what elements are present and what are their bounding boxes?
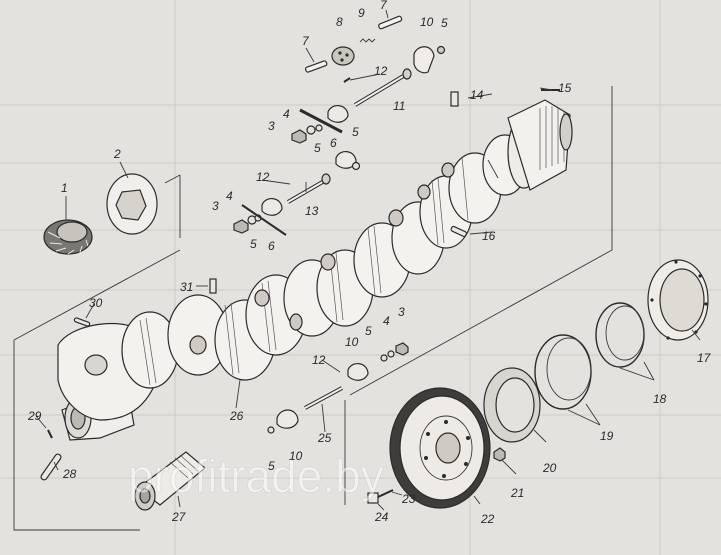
callout-4: 4 — [226, 189, 233, 203]
callout-20: 20 — [542, 461, 557, 475]
callout-7: 7 — [380, 0, 388, 12]
middle-fasteners — [73, 173, 331, 327]
callout-27: 27 — [171, 510, 187, 524]
callout-15: 15 — [558, 81, 572, 95]
callout-16: 16 — [482, 229, 496, 243]
callout-4: 4 — [383, 314, 390, 328]
callout-13: 13 — [305, 204, 319, 218]
callout-26: 26 — [229, 409, 244, 423]
callout-5: 5 — [268, 459, 275, 473]
callout-25: 25 — [317, 431, 332, 445]
callout-3: 3 — [398, 305, 405, 319]
callout-17: 17 — [697, 351, 712, 365]
watermark-text: profitrade.by — [128, 450, 384, 502]
callout-2: 2 — [113, 147, 121, 161]
crankshaft — [57, 99, 573, 441]
callout-23: 23 — [401, 492, 416, 506]
callout-8: 8 — [336, 15, 343, 29]
callout-10: 10 — [289, 449, 303, 463]
part-27-splined-shaft — [134, 451, 206, 511]
callout-7: 7 — [302, 34, 310, 48]
callout-6: 6 — [330, 136, 337, 150]
bracket-lines — [13, 86, 613, 531]
callout-1: 1 — [61, 181, 68, 195]
callout-6: 6 — [268, 239, 275, 253]
lower-fasteners — [40, 342, 409, 481]
callout-11: 11 — [393, 99, 405, 113]
callout-12: 12 — [374, 64, 388, 78]
callout-10: 10 — [345, 335, 359, 349]
callout-12: 12 — [312, 353, 326, 367]
callout-5: 5 — [365, 324, 372, 338]
callout-3: 3 — [268, 119, 275, 133]
callout-5: 5 — [314, 141, 321, 155]
callout-30: 30 — [89, 296, 103, 310]
callout-21: 21 — [510, 486, 524, 500]
callout-10: 10 — [420, 15, 434, 29]
callout-24: 24 — [374, 510, 389, 524]
part-2-washer — [106, 173, 158, 235]
callout-3: 3 — [212, 199, 219, 213]
callout-28: 28 — [62, 467, 77, 481]
callout-leaders — [35, 9, 701, 511]
upper-fasteners — [291, 15, 560, 238]
callout-5: 5 — [250, 237, 257, 251]
callout-14: 14 — [470, 88, 484, 102]
callout-19: 19 — [600, 429, 614, 443]
part-1-bevel-gear — [43, 219, 93, 255]
callouts: 1 2 3 4 5 6 5 7 7 8 9 10 5 12 11 14 15 1… — [27, 0, 712, 526]
callout-5: 5 — [352, 125, 359, 139]
callout-9: 9 — [358, 6, 365, 20]
part-22-timing-gear — [367, 387, 506, 509]
seal-rings — [483, 259, 709, 443]
callout-31: 31 — [180, 280, 193, 294]
callout-18: 18 — [653, 392, 667, 406]
callout-29: 29 — [27, 409, 42, 423]
callout-12: 12 — [256, 170, 270, 184]
callout-4: 4 — [283, 107, 290, 121]
callout-5: 5 — [441, 16, 448, 30]
callout-22: 22 — [480, 512, 495, 526]
